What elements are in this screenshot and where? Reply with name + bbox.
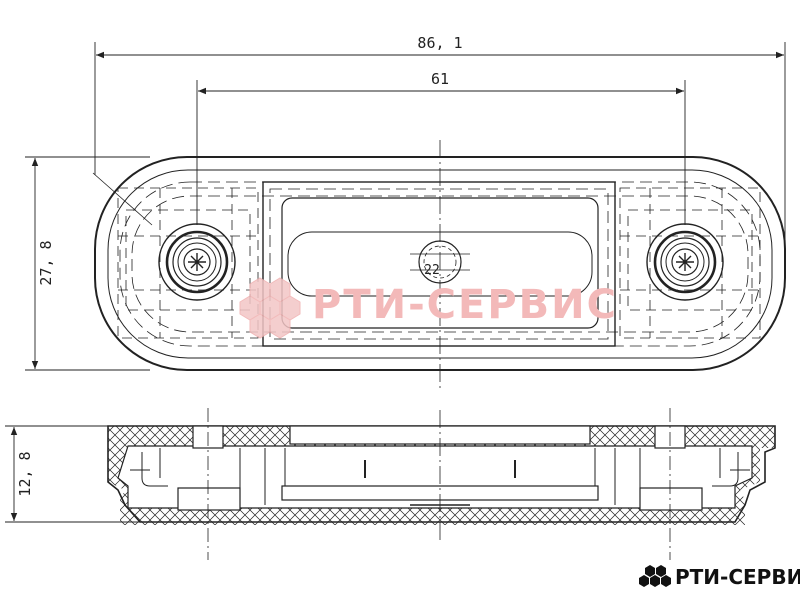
brand-logo: РТИ-СЕРВИС: [639, 565, 800, 589]
dimension-lines: [5, 42, 786, 523]
hole-spacing-label: 61: [431, 70, 449, 88]
overall-length-label: 86, 1: [417, 34, 462, 52]
right-screw: [646, 223, 724, 301]
watermark: РТИ-СЕРВИС: [239, 277, 618, 339]
top-view: [92, 140, 786, 388]
width-label: 27, 8: [37, 240, 55, 285]
brand-hex-icon: [639, 565, 671, 587]
lens-window-outer: [262, 181, 616, 347]
height-label: 12, 8: [16, 451, 34, 496]
brand-name: РТИ-СЕРВИС: [675, 565, 800, 589]
lens-diameter-label: 22: [424, 263, 440, 278]
left-screw: [158, 223, 236, 301]
side-view: [107, 408, 776, 560]
watermark-logo-icon: [239, 277, 301, 339]
watermark-text: РТИ-СЕРВИС: [312, 282, 618, 328]
